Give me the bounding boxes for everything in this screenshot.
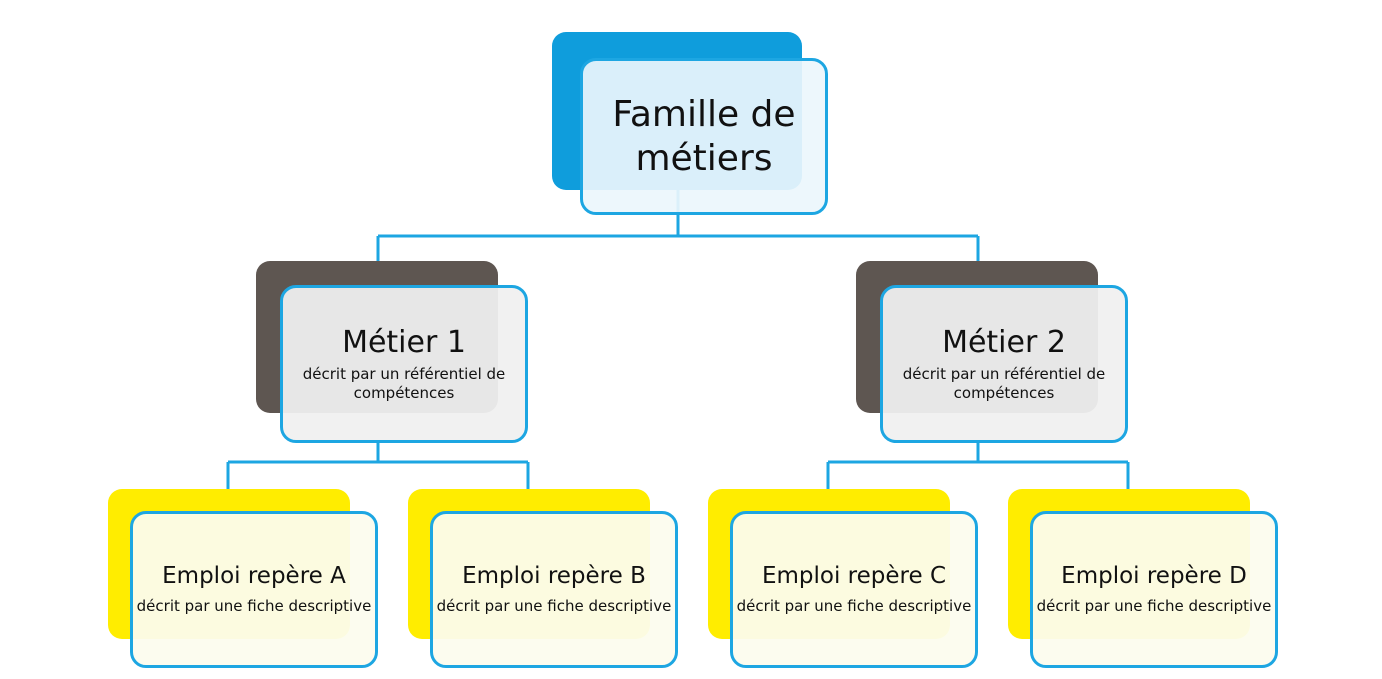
node-description: décrit par une fiche descriptive	[136, 596, 372, 615]
node-description: décrit par une fiche descriptive	[1036, 596, 1272, 615]
node-title: Emploi repère D	[1061, 562, 1247, 589]
node-title: Famille de métiers	[612, 94, 796, 179]
node-description: décrit par une fiche descriptive	[436, 596, 672, 615]
node-box: Emploi repère A décrit par une fiche des…	[130, 511, 378, 668]
node-description: décrit par un référentiel de compétences	[302, 364, 506, 403]
node-title: Métier 2	[942, 324, 1066, 360]
node-title: Métier 1	[342, 324, 466, 360]
node-description: décrit par un référentiel de compétences	[902, 364, 1106, 403]
node-box: Métier 1 décrit par un référentiel de co…	[280, 285, 528, 443]
node-box: Emploi repère D décrit par une fiche des…	[1030, 511, 1278, 668]
node-title: Emploi repère B	[462, 562, 646, 589]
node-box: Emploi repère B décrit par une fiche des…	[430, 511, 678, 668]
connector-metier1-to-emplois	[226, 442, 530, 512]
node-box: Métier 2 décrit par un référentiel de co…	[880, 285, 1128, 443]
node-box: Famille de métiers	[580, 58, 828, 215]
node-title: Emploi repère A	[162, 562, 346, 589]
node-box: Emploi repère C décrit par une fiche des…	[730, 511, 978, 668]
connector-metier2-to-emplois	[826, 442, 1130, 512]
node-description: décrit par une fiche descriptive	[736, 596, 972, 615]
node-title: Emploi repère C	[761, 562, 947, 589]
